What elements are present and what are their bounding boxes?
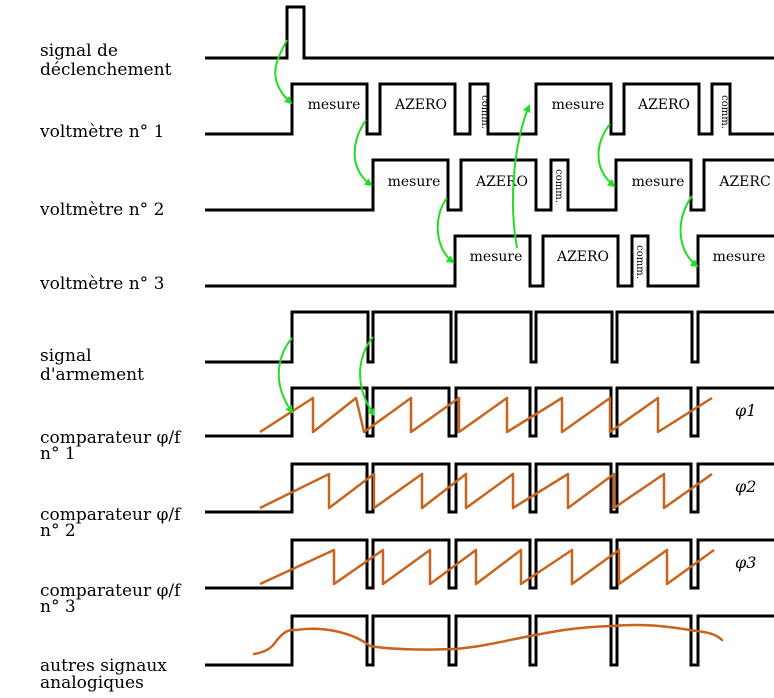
arrow-v1-to-v2-second xyxy=(597,123,616,188)
phi-1-label: φ1 xyxy=(735,401,756,420)
v1-mesure-1: mesure xyxy=(308,97,361,113)
label-comparator-3-line2: n° 3 xyxy=(40,597,76,617)
phi-2-label: φ2 xyxy=(735,477,756,496)
label-arming-line2: d'armement xyxy=(40,365,144,385)
label-trigger-line1: signal de xyxy=(40,41,118,61)
label-voltmeter-3: voltmètre n° 3 xyxy=(39,274,164,294)
v1-azero-2: AZERO xyxy=(637,97,690,113)
label-voltmeter-2: voltmètre n° 2 xyxy=(39,200,164,220)
comparator-1-waveform xyxy=(205,386,774,438)
v3-comm-1: comm. xyxy=(634,245,645,279)
label-analog-line2: analogiques xyxy=(40,673,144,693)
arrow-v2-to-v3 xyxy=(436,197,455,264)
v2-azero-2: AZERC xyxy=(718,174,770,190)
v1-mesure-2: mesure xyxy=(552,97,605,113)
label-comparator-1-line2: n° 1 xyxy=(40,444,76,464)
v1-comm-1: comm. xyxy=(479,95,490,129)
v2-mesure-2: mesure xyxy=(632,174,685,190)
v2-azero-1: AZERO xyxy=(475,174,528,190)
arrow-v1-to-v2 xyxy=(353,119,373,187)
label-voltmeter-1: voltmètre n° 1 xyxy=(39,122,164,142)
voltmeter-3-waveform xyxy=(205,234,774,288)
voltmeter-2-waveform xyxy=(205,158,774,212)
comparator-1-ramp xyxy=(259,396,713,434)
label-trigger-line2: déclenchement xyxy=(40,60,172,80)
comparator-3-ramp xyxy=(259,548,715,586)
trigger-waveform xyxy=(205,5,774,60)
v1-comm-2: comm. xyxy=(719,95,730,129)
analog-signal-trace xyxy=(252,623,724,656)
label-comparator-2-line2: n° 2 xyxy=(40,521,76,541)
arrow-arming-to-comparator-second xyxy=(359,336,376,417)
v3-mesure-2: mesure xyxy=(713,249,766,265)
arrow-arming-to-comparator xyxy=(277,337,294,414)
label-comparator-3-line1: comparateur φ/f xyxy=(40,581,182,601)
arming-waveform xyxy=(205,310,774,364)
label-arming-line1: signal xyxy=(40,346,92,366)
analog-waveform xyxy=(205,614,774,667)
comparator-3-waveform xyxy=(205,538,774,590)
label-analog-line1: autres signaux xyxy=(40,656,167,676)
v1-azero-1: AZERO xyxy=(394,97,447,113)
v2-mesure-1: mesure xyxy=(388,174,441,190)
voltmeter-1-waveform xyxy=(205,82,774,136)
arrow-trigger-to-v1 xyxy=(274,39,293,105)
arrow-v2-to-v3-second xyxy=(679,195,699,268)
v3-mesure-1: mesure xyxy=(470,249,523,265)
arrow-v3-to-v1 xyxy=(511,104,531,249)
comparator-2-waveform xyxy=(205,462,774,514)
v3-azero-1: AZERO xyxy=(556,249,609,265)
label-comparator-2-line1: comparateur φ/f xyxy=(40,505,182,525)
v2-comm-1: comm. xyxy=(553,169,564,203)
label-comparator-1-line1: comparateur φ/f xyxy=(40,428,182,448)
phi-3-label: φ3 xyxy=(735,553,756,572)
comparator-2-ramp xyxy=(259,472,713,510)
